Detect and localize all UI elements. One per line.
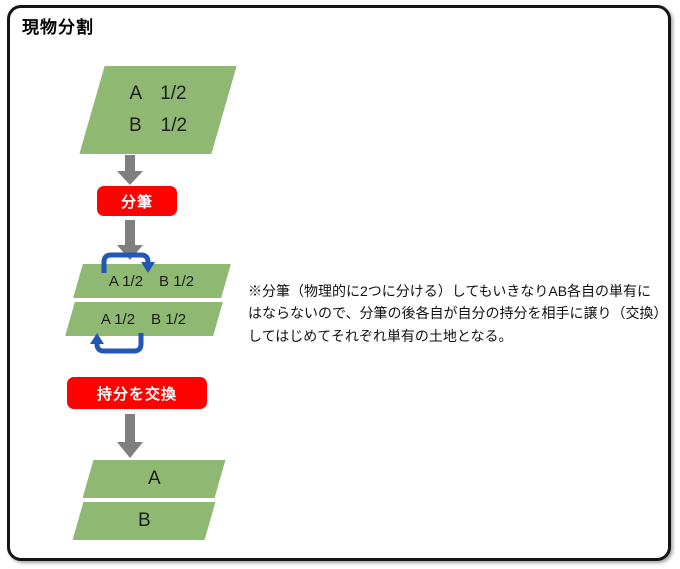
parcel-split-1-share-b: B 1/2	[159, 272, 195, 290]
parcel-split-2-share-a: A 1/2	[101, 310, 136, 328]
parcel-split-2-label: A 1/2 B 1/2	[101, 311, 186, 328]
parcel-sole-b-label: B	[137, 510, 151, 531]
page-title: 現物分割	[22, 18, 94, 37]
parcel-split-1-share-a: A 1/2	[109, 272, 144, 290]
swap-arrow-bottom-icon	[90, 333, 144, 354]
swap-arrow-top-icon	[101, 252, 155, 273]
down-arrow-icon	[117, 155, 143, 185]
step-subdivision-text: 分筆	[120, 193, 153, 211]
parcel-shared-ab: A 1/2 B 1/2	[79, 66, 237, 154]
step-subdivision-label: 分筆	[97, 186, 177, 216]
parcel-shared-ab-label: A 1/2 B 1/2	[129, 78, 187, 142]
parcel-split-1-label: A 1/2 B 1/2	[109, 273, 194, 290]
parcel-sole-a: A	[82, 460, 226, 498]
parcel-shared-line-a: A 1/2	[129, 83, 187, 104]
explanation-note: ※分筆（物理的に2つに分ける）してもいきなりAB各自の単有にはならないので、分筆…	[248, 283, 661, 344]
parcel-shared-line-b: B 1/2	[128, 115, 188, 136]
parcel-split-2: A 1/2 B 1/2	[65, 302, 223, 336]
down-arrow-icon	[117, 414, 143, 458]
step-exchange-text: 持分を交換	[96, 385, 177, 403]
parcel-sole-b: B	[72, 502, 216, 540]
step-exchange-label: 持分を交換	[67, 377, 207, 409]
parcel-sole-a-label: A	[147, 468, 161, 489]
parcel-split-2-share-b: B 1/2	[151, 310, 187, 328]
